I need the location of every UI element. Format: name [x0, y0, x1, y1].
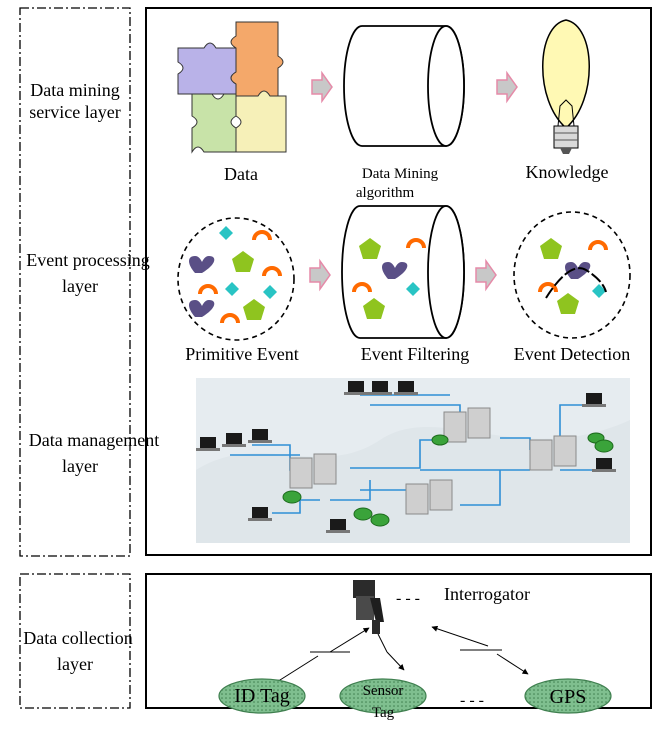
database-icon — [282, 432, 614, 527]
heart-icon — [565, 262, 591, 279]
interrogator-label: Interrogator — [444, 584, 530, 604]
upper-layer-label-box — [19, 7, 131, 557]
arc-icon — [198, 284, 218, 295]
heart-icon — [189, 256, 215, 273]
collection-layer-label-box — [19, 573, 131, 709]
arc-icon — [262, 266, 282, 277]
arc-icon — [406, 238, 426, 249]
event-detection-label: Event Detection — [514, 344, 630, 364]
diamond-icon — [225, 282, 239, 296]
flow-arrow-1 — [311, 70, 333, 104]
puzzle-icon — [177, 21, 287, 154]
layer-label-event-1: Event processing — [26, 250, 149, 270]
id-tag-label: ID Tag — [234, 685, 289, 707]
gps-label: GPS — [550, 686, 587, 708]
pentagon-icon — [359, 238, 381, 259]
data-label: Data — [224, 164, 258, 184]
arc-icon — [252, 230, 272, 241]
algorithm-label-1: Data Mining — [362, 166, 439, 182]
collection-links — [273, 625, 529, 686]
pentagon-icon — [557, 293, 579, 314]
layer-label-mining-2: service layer — [29, 102, 120, 122]
arc-icon — [538, 282, 558, 293]
pentagon-icon — [243, 299, 265, 320]
cylinder-icon — [343, 25, 465, 147]
layer-label-mining-1: Data mining — [30, 80, 119, 100]
diamond-icon — [592, 284, 606, 298]
diamond-icon — [219, 226, 233, 240]
upper-content-box — [145, 7, 652, 556]
laptop-icon — [196, 381, 616, 533]
interrogator-dash: - - - — [396, 590, 420, 607]
pentagon-icon — [232, 251, 254, 272]
sensor-tag — [339, 678, 427, 714]
rfid-reader-icon — [353, 580, 384, 634]
arc-icon — [220, 313, 240, 324]
primitive-event-label: Primitive Event — [185, 344, 298, 364]
event-detection-cloud — [513, 211, 631, 339]
gps-tag — [524, 678, 612, 714]
diamond-icon — [263, 285, 277, 299]
detection-link — [545, 267, 607, 299]
algorithm-label-2: algorithm — [356, 185, 415, 201]
network-icon — [196, 378, 630, 543]
flow-arrow-4 — [475, 258, 497, 292]
id-tag — [218, 678, 306, 714]
arc-icon — [588, 240, 608, 251]
layer-label-management-1: Data management — [29, 430, 159, 450]
knowledge-label: Knowledge — [526, 162, 609, 182]
filter-cylinder-icon — [341, 205, 465, 339]
layer-label-event-2: layer — [62, 276, 98, 296]
heart-icon — [189, 300, 215, 317]
layer-label-collection-2: layer — [57, 654, 93, 674]
diamond-icon — [406, 282, 420, 296]
arc-icon — [352, 282, 372, 293]
primitive-event-cloud — [177, 217, 295, 341]
event-filtering-label: Event Filtering — [361, 344, 469, 364]
flow-arrow-2 — [496, 70, 518, 104]
pentagon-icon — [363, 298, 385, 319]
heart-icon — [382, 262, 408, 279]
flow-arrow-3 — [309, 258, 331, 292]
tag-ellipsis-dash: - - - — [460, 692, 484, 709]
layer-label-collection-1: Data collection — [23, 628, 132, 648]
sensor-tag-label-1: Sensor — [363, 683, 404, 699]
pentagon-icon — [540, 238, 562, 259]
server-icon — [289, 407, 577, 515]
lightbulb-icon — [542, 19, 590, 154]
sensor-tag-label-2: Tag — [372, 705, 395, 721]
layer-label-management-2: layer — [62, 456, 98, 476]
